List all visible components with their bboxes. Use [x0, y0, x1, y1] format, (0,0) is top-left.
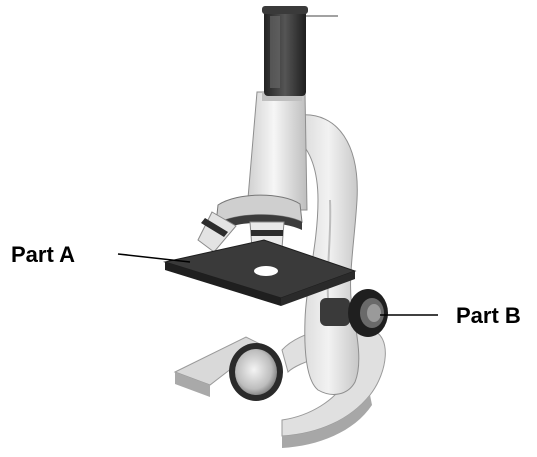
part-b-label: Part B	[456, 305, 521, 327]
part-a-label: Part A	[11, 244, 75, 266]
body-tube	[247, 92, 307, 210]
eyepiece	[262, 6, 308, 96]
mirror	[229, 343, 283, 401]
leader-line-part-a	[118, 254, 190, 262]
